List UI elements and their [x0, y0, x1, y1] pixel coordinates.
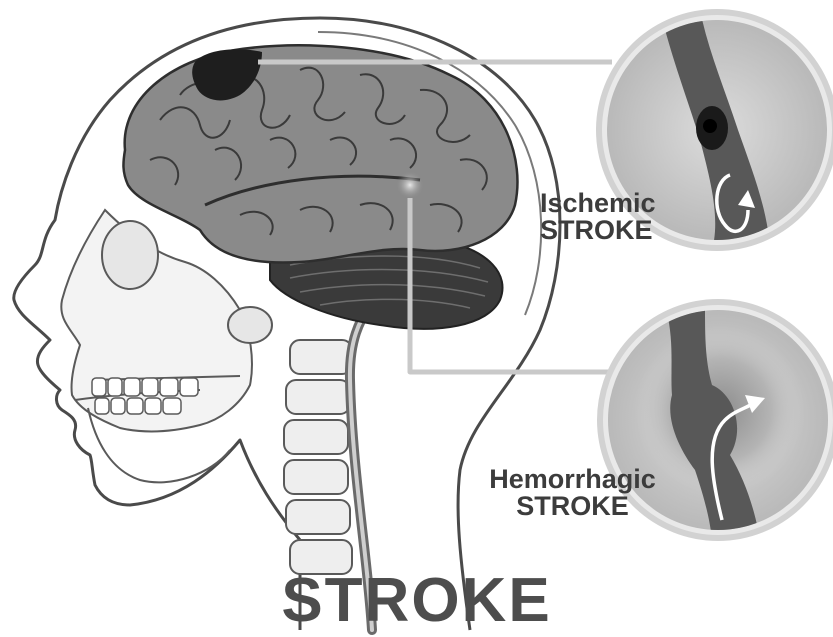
ischemic-stroke-label: Ischemic STROKE [540, 190, 656, 244]
ischemic-label-line1: Ischemic [540, 190, 656, 217]
page-title: STROKE [0, 570, 833, 632]
ischemic-label-line2: STROKE [540, 217, 656, 244]
brain [123, 45, 517, 262]
hemorrhagic-stroke-label: Hemorrhagic STROKE [470, 466, 675, 520]
hemorrhage-site [396, 171, 424, 199]
hemorrhagic-label-line1: Hemorrhagic [470, 466, 675, 493]
cervical-spine [284, 340, 352, 574]
hemorrhagic-label-line2: STROKE [470, 493, 675, 520]
